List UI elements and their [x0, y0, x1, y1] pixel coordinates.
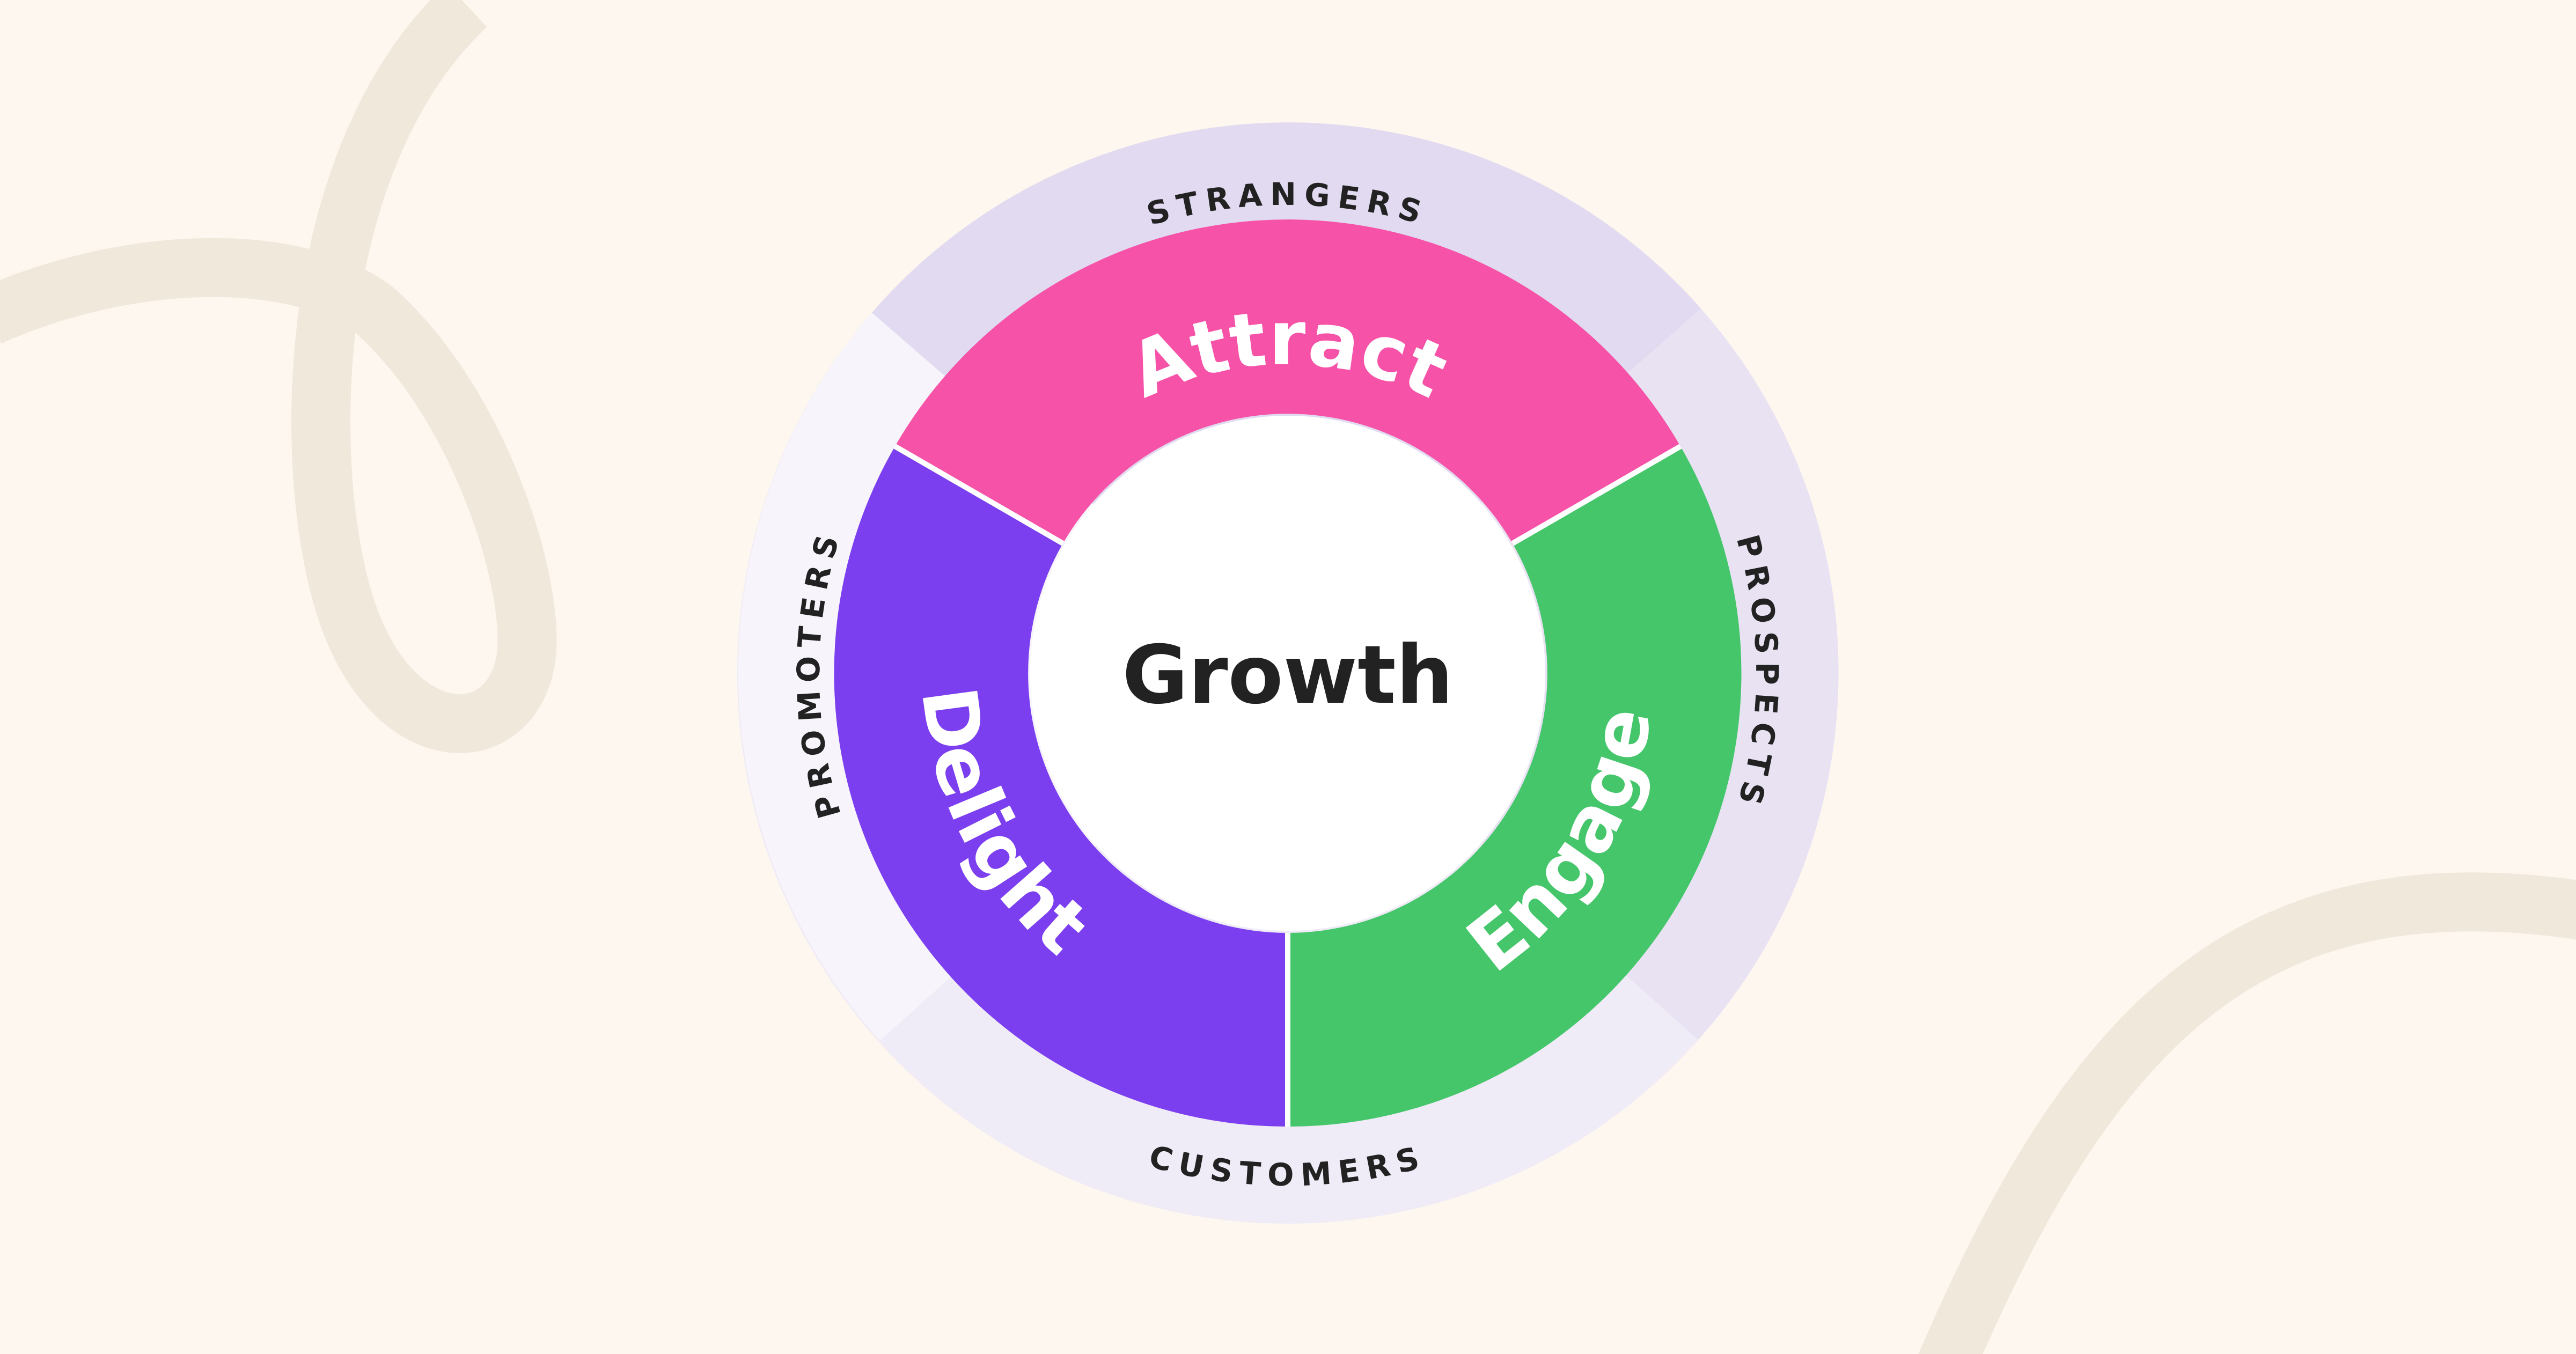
stage-delight[interactable] [834, 446, 1288, 1127]
stage-ring [834, 219, 1742, 1127]
decorative-swirl-left [0, 0, 557, 753]
stage-attract[interactable] [895, 219, 1680, 543]
center-label-growth: Growth [1122, 629, 1453, 722]
separator [1511, 444, 1682, 546]
center-circle [1030, 416, 1545, 931]
decorative-swirl-right [1918, 872, 2576, 1354]
stage-engage[interactable] [1288, 446, 1742, 1127]
separator [893, 444, 1065, 546]
